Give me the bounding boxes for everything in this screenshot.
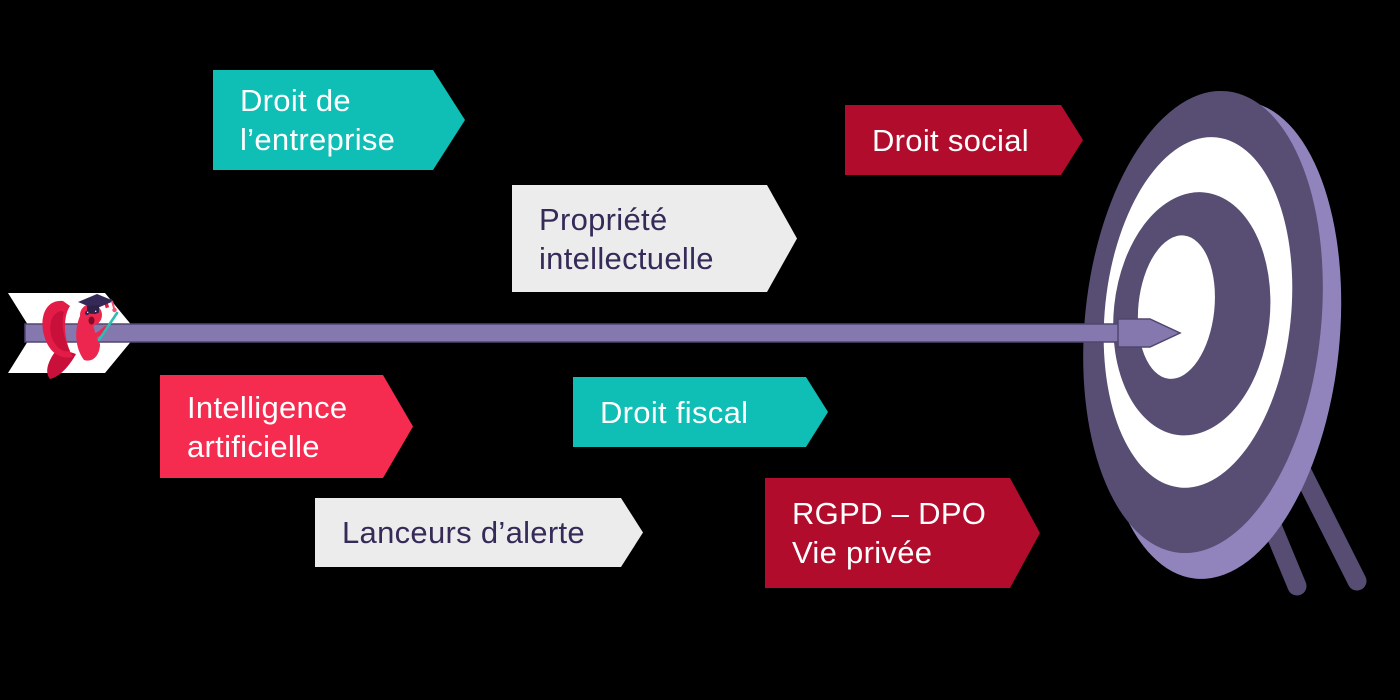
arrow-icon (8, 293, 1182, 373)
label-line: Droit de (240, 83, 351, 118)
label-droit-social: Droit social (845, 105, 1083, 175)
mascot-icon (42, 294, 119, 379)
label-line: Vie privée (792, 535, 933, 570)
label-intelligence-artificielle: Intelligence artificielle (160, 375, 413, 478)
label-line: intellectuelle (539, 240, 714, 276)
target-icon (1083, 90, 1342, 579)
label-line: Propriété (539, 201, 668, 237)
pointer-stick-icon (97, 311, 119, 342)
label-line: Intelligence (187, 389, 348, 425)
label-droit-fiscal: Droit fiscal (573, 377, 828, 447)
label-line: RGPD – DPO (792, 496, 987, 531)
label-line: Droit social (872, 122, 1029, 158)
label-droit-entreprise: Droit de l’entreprise (213, 70, 465, 170)
label-lanceurs-alerte: Lanceurs d’alerte (315, 498, 643, 567)
label-rgpd-dpo-vie-privee: RGPD – DPO Vie privée (765, 478, 1040, 588)
arrow-head (1117, 318, 1182, 348)
label-line: Lanceurs d’alerte (342, 515, 585, 550)
graduation-cap-icon (78, 294, 114, 309)
label-line: artificielle (187, 428, 320, 464)
label-propriete-intellectuelle: Propriété intellectuelle (512, 185, 797, 292)
label-line: l’entreprise (240, 122, 396, 157)
label-line: Droit fiscal (600, 394, 749, 430)
